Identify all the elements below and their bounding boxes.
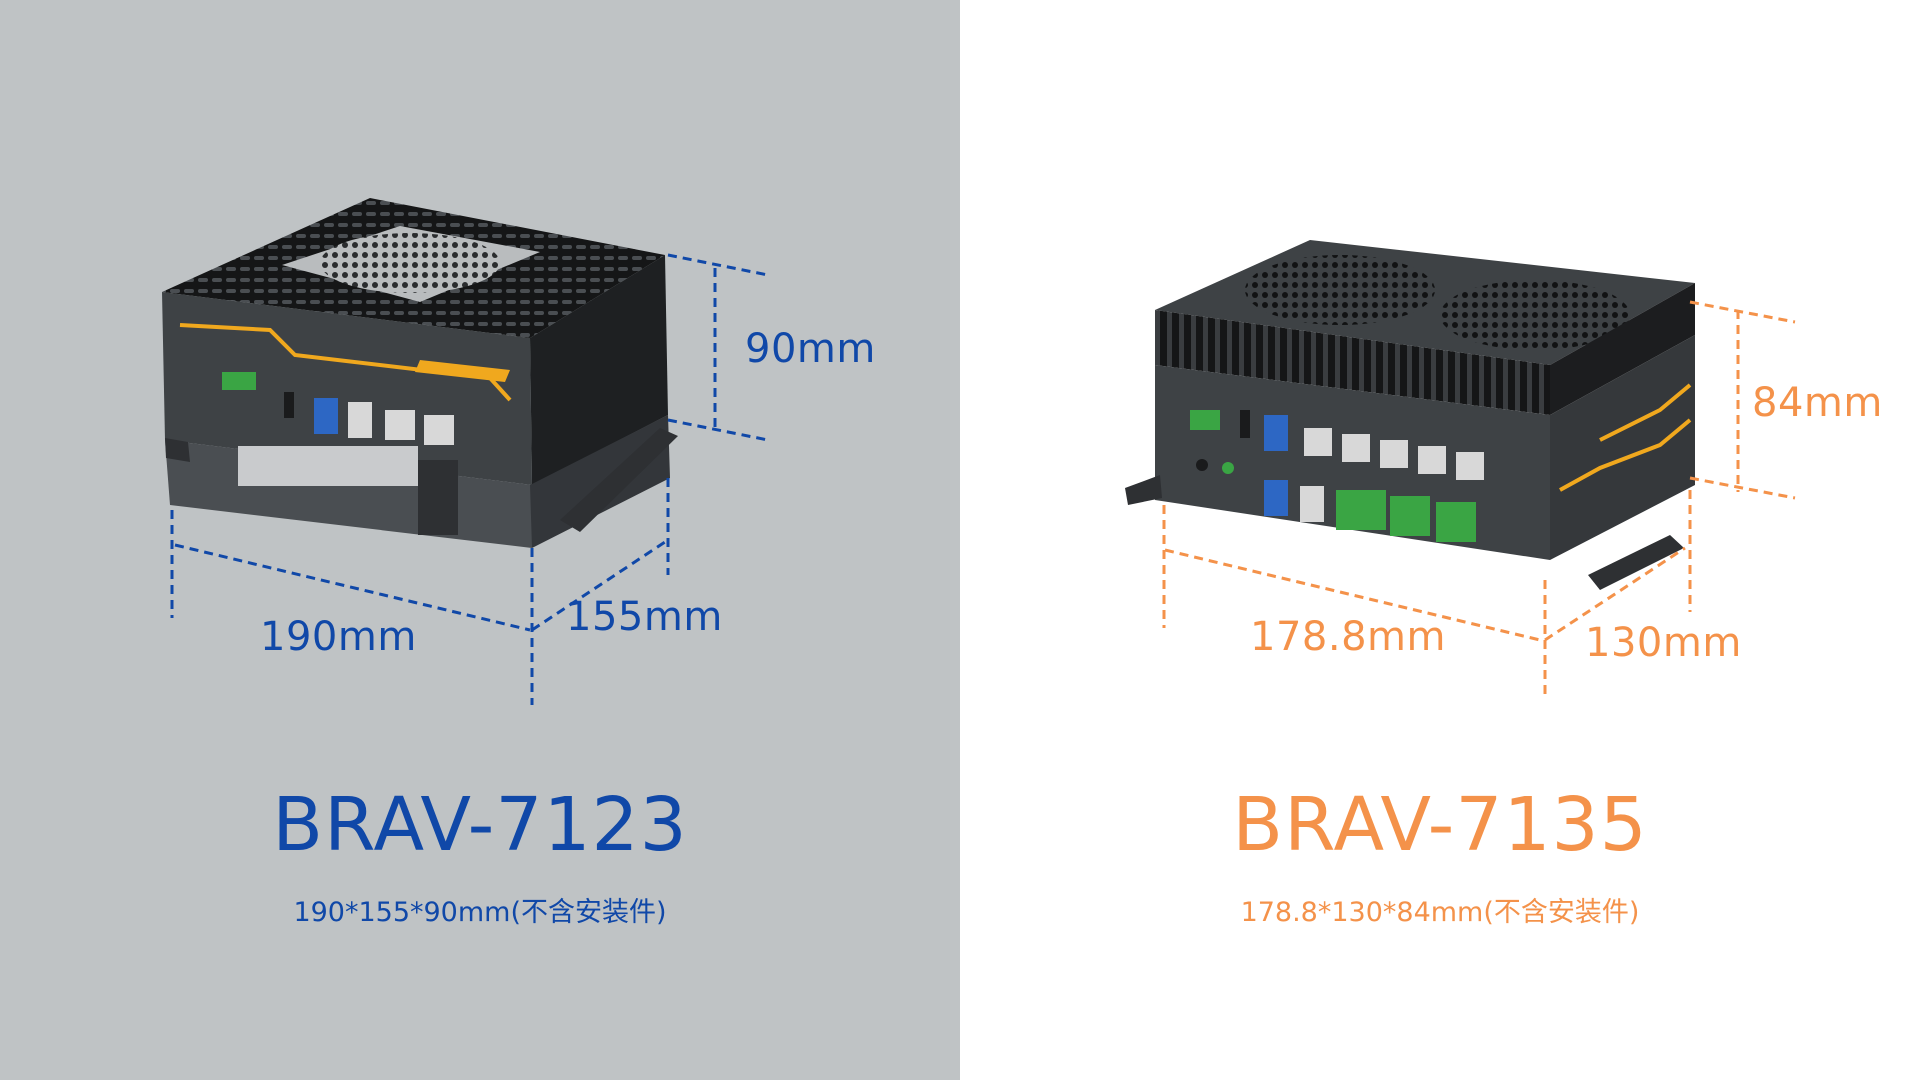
lower-side [530, 415, 670, 548]
lan2-port [424, 415, 454, 445]
power-terminal-block [1190, 410, 1220, 430]
usb3-ports-bottom [1264, 480, 1288, 516]
spec-text: 178.8*130*84mm(不含安装件) [1240, 897, 1640, 928]
height-label: 84mm [1752, 380, 1883, 426]
brav-7123-illustration [162, 198, 769, 705]
product-panel-brav-7123: 90mm 190mm 155mm BRAV-7123 190*155*90mm(… [0, 0, 960, 1080]
hdmi-port [284, 392, 294, 418]
lan3-port [1380, 440, 1408, 468]
yellow-trim [179, 323, 512, 402]
dimension-lines [170, 253, 769, 705]
model-title: BRAV-7135 [1232, 782, 1648, 868]
mount-foot-right [1588, 535, 1684, 590]
mount-foot-right [560, 428, 678, 532]
brav-7135-illustration [1125, 240, 1796, 700]
spec-text: 190*155*90mm(不含安装件) [293, 897, 667, 928]
expansion-slot [238, 446, 418, 486]
heatsink-side [530, 255, 668, 485]
side-panel [1550, 335, 1695, 560]
lan2-port [1342, 434, 1370, 462]
brav-7123-device [162, 198, 678, 548]
gpio-terminal-2 [1390, 496, 1430, 536]
gpio-terminal-3 [1436, 502, 1476, 542]
heatsink-side [1550, 283, 1695, 415]
usb3-ports [314, 398, 338, 434]
usb2-ports [348, 402, 372, 438]
yellow-trim-lower [1559, 418, 1692, 492]
hdmi-port [1240, 410, 1250, 438]
yellow-trim-upper [1599, 383, 1692, 442]
lan1-port [1304, 428, 1332, 456]
mount-foot-left [1125, 475, 1162, 505]
model-title: BRAV-7123 [272, 782, 688, 868]
dimension-lines [1162, 300, 1796, 700]
lan4-port [1418, 446, 1446, 474]
height-label: 90mm [745, 326, 876, 372]
lan5-port [1456, 452, 1484, 480]
depth-label: 155mm [566, 594, 723, 640]
heatsink-front [1155, 310, 1550, 415]
usb2-ports [1300, 486, 1324, 522]
mount-foot-left [165, 438, 190, 462]
product-panel-brav-7135: 84mm 178.8mm 130mm BRAV-7135 178.8*130*8… [960, 0, 1920, 1080]
brav-7135-device [1125, 240, 1695, 590]
usb3-ports-top [1264, 415, 1288, 451]
fan-grille-2 [1440, 280, 1630, 350]
gpio-terminal-1 [1336, 490, 1386, 530]
yellow-stripes [415, 360, 510, 382]
mic-jack [1196, 459, 1208, 471]
fan-grille-1 [1245, 255, 1435, 325]
lan1-port [385, 410, 415, 440]
line-out-jack [1222, 462, 1234, 474]
width-label: 190mm [260, 614, 417, 660]
power-terminal-block [222, 372, 256, 390]
fan-grille [320, 233, 500, 293]
width-label: 178.8mm [1250, 614, 1446, 660]
depth-label: 130mm [1585, 620, 1742, 666]
side-bracket [418, 460, 458, 535]
